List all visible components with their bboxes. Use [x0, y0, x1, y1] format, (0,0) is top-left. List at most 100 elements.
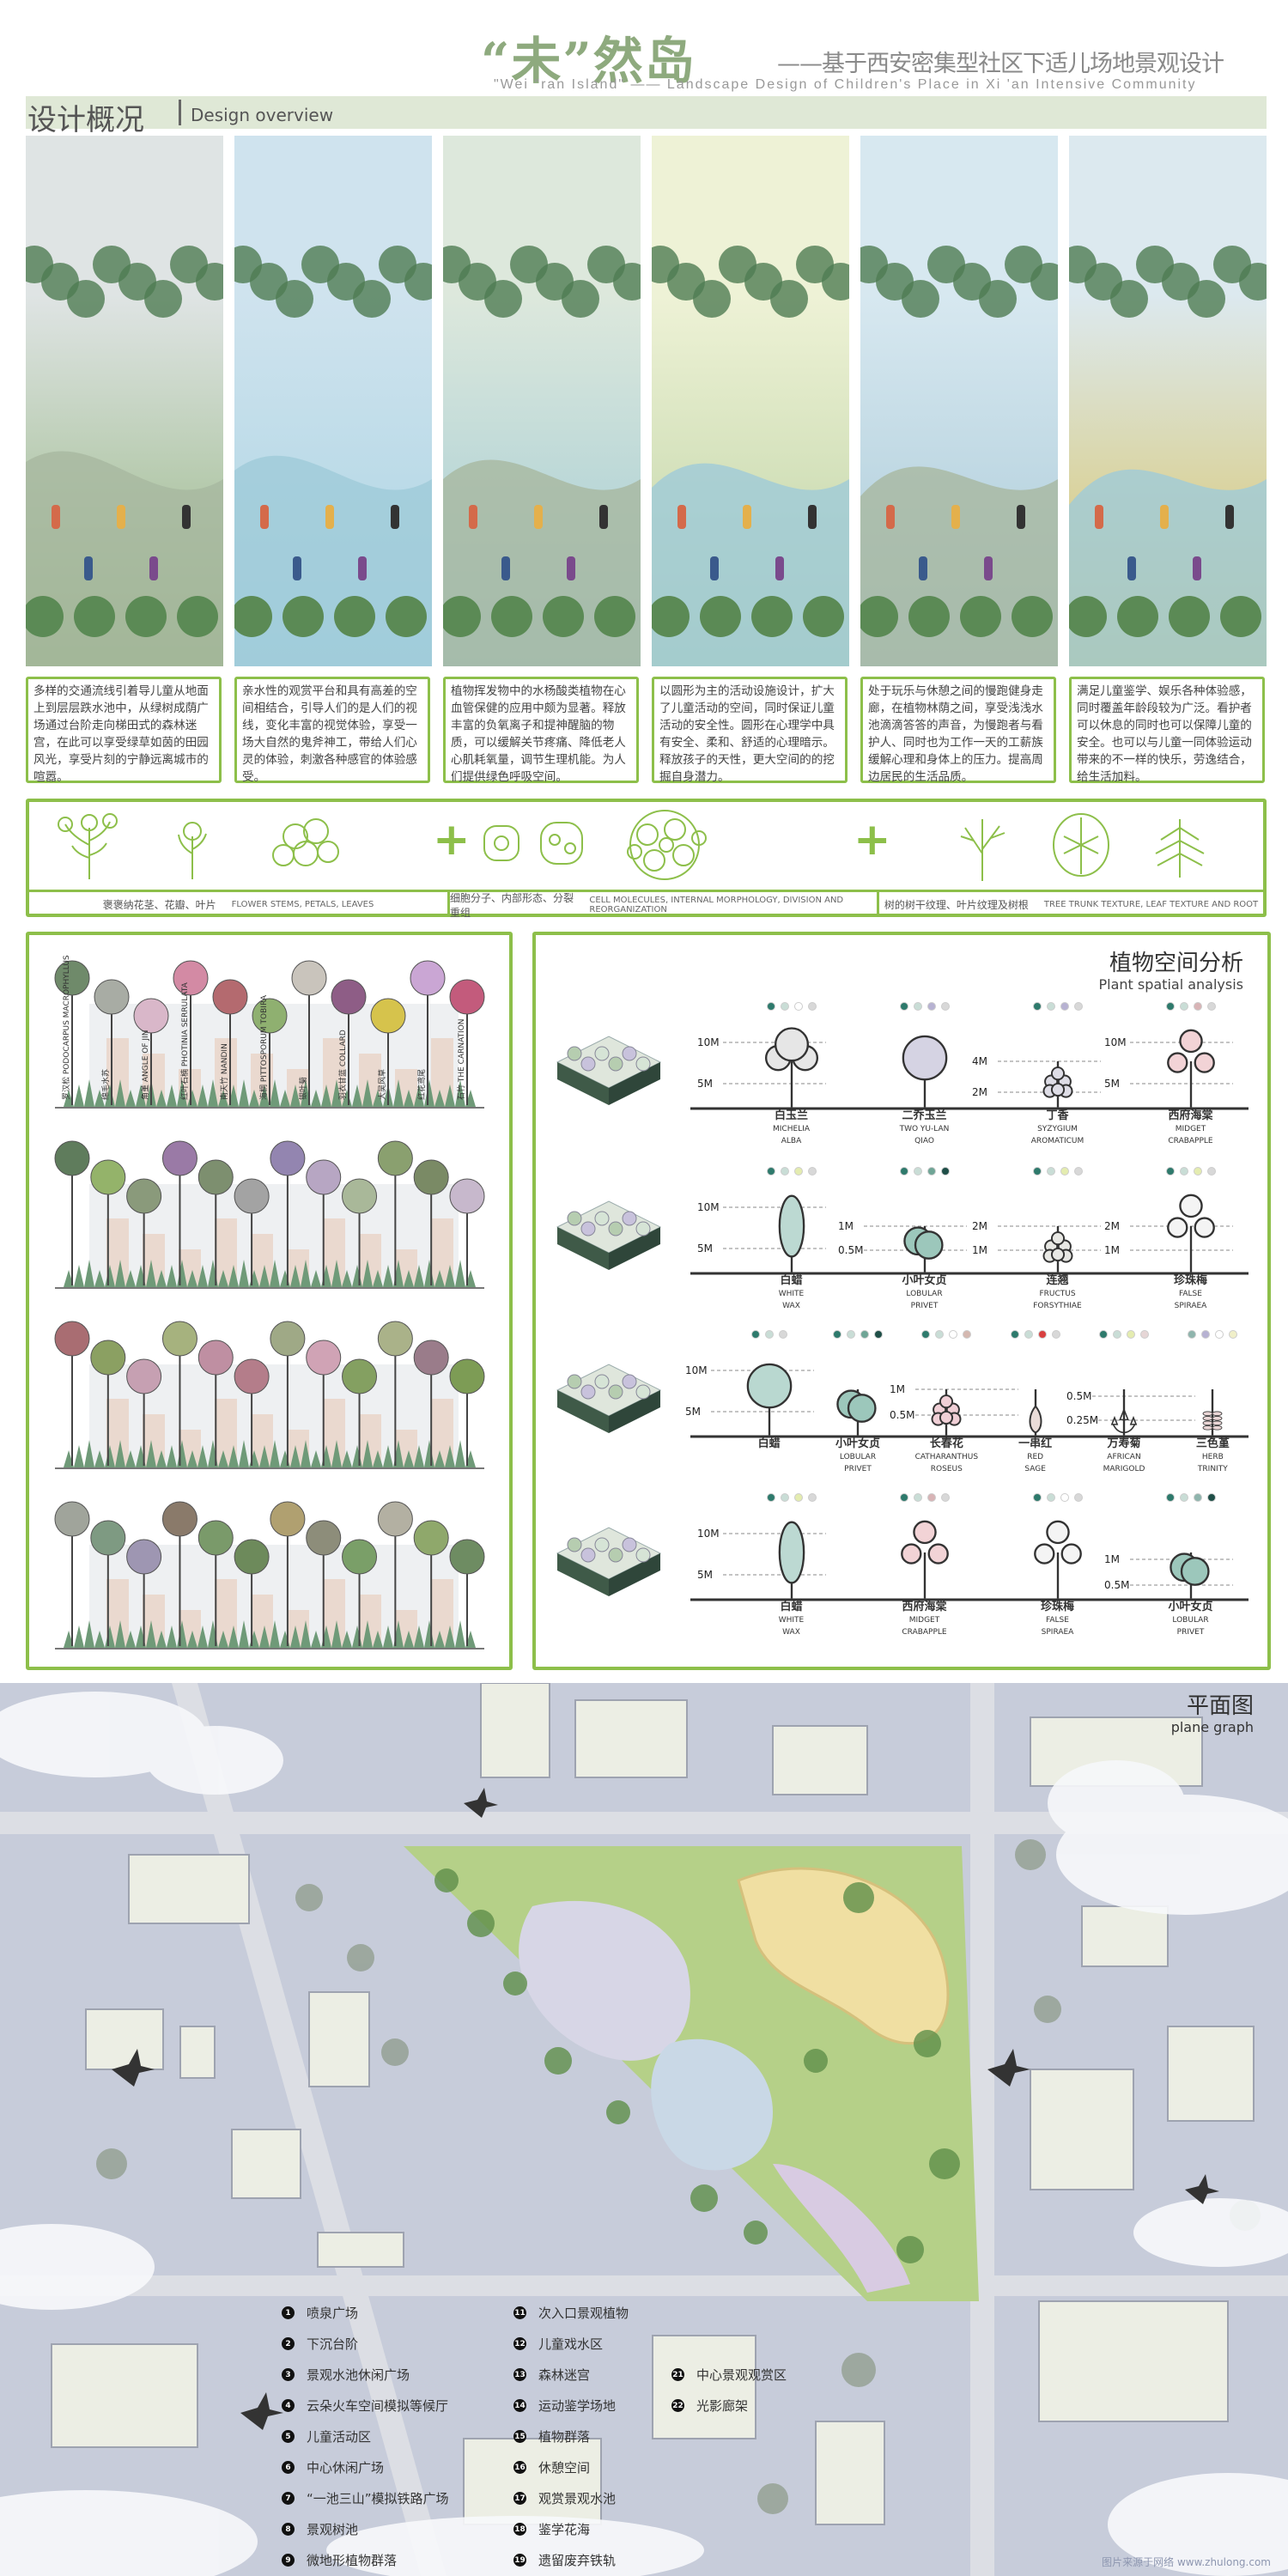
conifer-silhouette: [280, 1090, 290, 1107]
color-swatch: [1032, 1493, 1042, 1502]
color-swatch: [793, 1493, 803, 1502]
plant-photo-circle: [161, 1140, 197, 1176]
person-figure: [84, 556, 93, 580]
ground-path: [1069, 469, 1267, 666]
panel-title: 植物空间分析: [1109, 951, 1243, 976]
axonometric-block: [556, 1036, 662, 1105]
legend-number: 9: [282, 2554, 295, 2567]
tree-round-icon: [902, 1035, 947, 1108]
plant-name-cn: 小叶女贞: [902, 1274, 947, 1287]
person-figure: [1225, 505, 1234, 529]
color-swatch: [1112, 1330, 1121, 1339]
conifer-silhouette: [136, 1084, 146, 1107]
plant-name-en: PRIVET: [910, 1302, 939, 1310]
color-swatch: [963, 1330, 972, 1339]
tree-icon: [594, 1374, 610, 1389]
color-swatch: [1010, 1330, 1019, 1339]
plant-name-en: FALSE: [1179, 1290, 1202, 1298]
conifer-silhouette: [455, 1079, 465, 1107]
plant-name-en: SPIRAEA: [1041, 1628, 1074, 1637]
conifer-silhouette: [270, 1260, 280, 1287]
conifer-silhouette: [270, 1079, 280, 1107]
tree-balls-icon: [900, 1520, 949, 1599]
plant-name-cn: 小叶女贞: [835, 1437, 880, 1450]
conifer-silhouette: [445, 1265, 455, 1287]
height-label: 1M: [972, 1244, 987, 1256]
tree-bush-icon: [1169, 1552, 1210, 1599]
person-figure: [599, 505, 608, 529]
color-swatch: [1032, 1002, 1042, 1011]
color-swatch: [1046, 1002, 1055, 1011]
legend-label: 下沉台阶: [307, 2336, 359, 2352]
color-swatch: [1051, 1330, 1060, 1339]
plant-photo-circle: [449, 979, 485, 1015]
color-swatch: [940, 1167, 950, 1176]
plant-label: 罗汉松 PODOCARPUS MACROPHYLLUS: [61, 955, 71, 1100]
tree-icon: [822, 263, 849, 301]
person-figure: [260, 505, 269, 529]
plant-photo-circle: [126, 1178, 162, 1214]
plant-photo-circle: [270, 1321, 306, 1357]
plant-name-cn: 小叶女贞: [1168, 1601, 1213, 1613]
tree-icon: [353, 280, 391, 318]
conifer-silhouette: [167, 1445, 177, 1467]
plant-photo-circle: [342, 1539, 378, 1575]
conifer-silhouette: [125, 1270, 136, 1287]
legend-label: 休憩空间: [538, 2460, 591, 2476]
plant-photo-circle: [54, 960, 90, 996]
plant-photo-circle: [306, 1520, 342, 1556]
height-label: 5M: [697, 1242, 713, 1255]
color-swatch: [921, 1330, 931, 1339]
legend-label: 微地形植物群落: [307, 2553, 398, 2568]
conifer-silhouette: [115, 1620, 125, 1648]
legend-label: 次入口景观植物: [538, 2306, 629, 2321]
legend-number: 13: [513, 2368, 526, 2381]
tree-balls-icon: [1033, 1520, 1082, 1599]
caption-cell: 细胞分子、内部形态、分裂重组 CELL MOLECULES, INTERNAL …: [450, 890, 879, 919]
section-header-design-overview: 设计概况 Design overview: [26, 96, 1267, 137]
color-swatch: [1229, 1330, 1238, 1339]
legend-number: 18: [513, 2523, 526, 2536]
color-swatch: [913, 1493, 922, 1502]
tree-icon: [1110, 280, 1148, 318]
color-swatch: [949, 1330, 958, 1339]
plant-photo-circle: [377, 1140, 413, 1176]
legend-label: 景观树池: [307, 2522, 359, 2537]
tree-icon: [693, 280, 731, 318]
tree-icon: [1117, 596, 1158, 637]
conifer-silhouette: [197, 1445, 208, 1467]
height-label: 5M: [685, 1406, 701, 1418]
plant-label: 南天竹 NANDIN: [219, 1043, 229, 1100]
color-swatch: [780, 1002, 789, 1011]
color-swatch: [1206, 1493, 1216, 1502]
color-swatch: [1206, 1167, 1216, 1176]
color-swatch: [766, 1167, 775, 1176]
scene-illustration-jogging-corridor: [860, 136, 1058, 666]
color-swatch: [935, 1330, 945, 1339]
plant-photo-circle: [413, 1159, 449, 1195]
legend-label: 儿童活动区: [307, 2429, 372, 2445]
plant-photo-circle: [331, 979, 367, 1015]
legend-number: 1: [282, 2306, 295, 2319]
conifer-silhouette: [177, 1079, 187, 1107]
tree-icon: [594, 1537, 610, 1552]
height-label: 2M: [972, 1086, 987, 1098]
conifer-silhouette: [239, 1440, 249, 1467]
conifer-silhouette: [434, 1450, 445, 1467]
color-swatches: [1083, 1330, 1164, 1340]
conifer-silhouette: [352, 1084, 362, 1107]
color-swatches: [906, 1330, 987, 1340]
tree-round-icon: [746, 1363, 792, 1436]
plant-name-cn: 连翘: [1046, 1274, 1069, 1287]
color-swatch: [940, 1002, 950, 1011]
tree-sketch-icon: [960, 813, 1205, 881]
tree-bush-icon: [902, 1226, 944, 1273]
plant-photo-circle: [413, 1520, 449, 1556]
tree-icon: [594, 1211, 610, 1226]
